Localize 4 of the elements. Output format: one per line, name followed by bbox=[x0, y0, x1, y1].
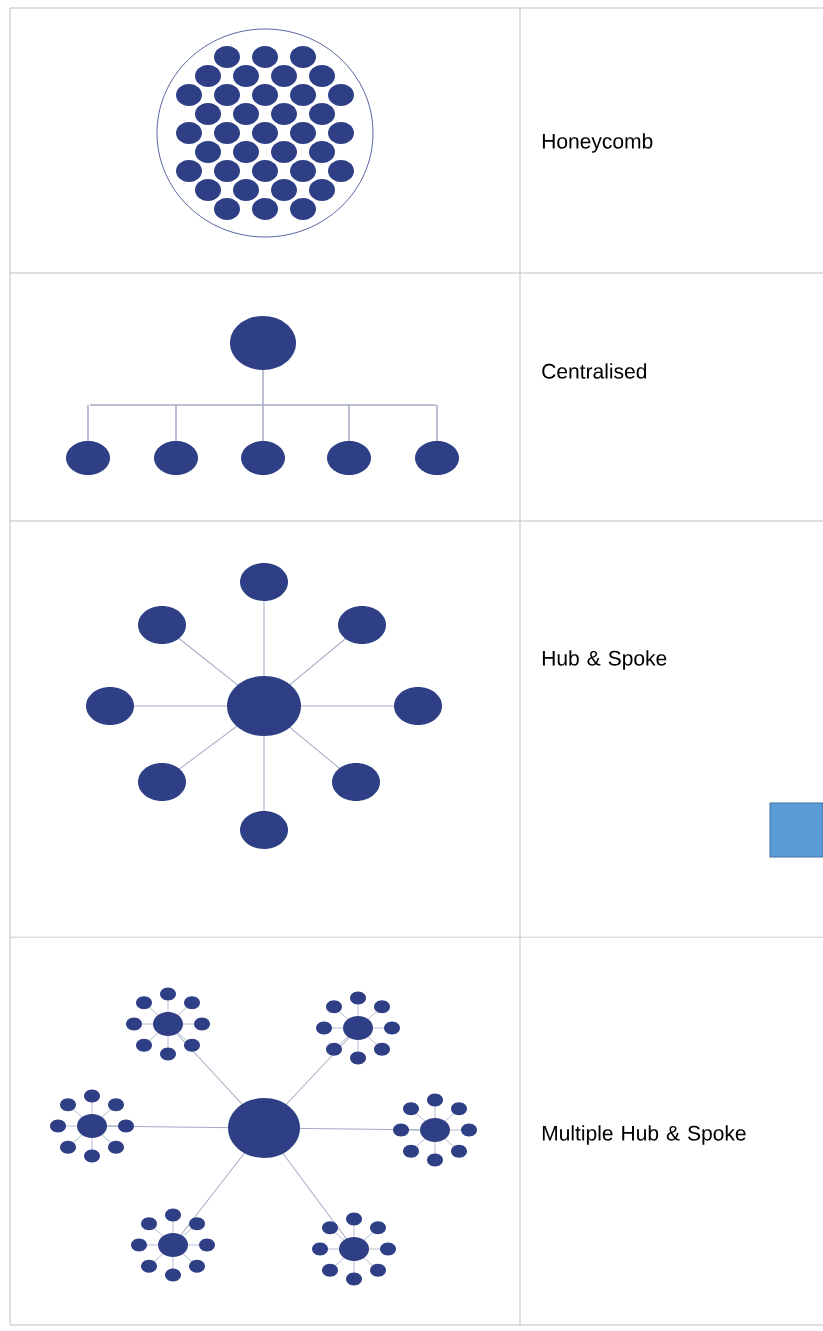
row-label: Multiple Hub & Spoke bbox=[542, 1125, 746, 1145]
row-label: Centralised bbox=[542, 363, 647, 379]
row-label: Hub & Spoke bbox=[542, 650, 667, 670]
row-label: Honeycomb bbox=[542, 133, 653, 153]
